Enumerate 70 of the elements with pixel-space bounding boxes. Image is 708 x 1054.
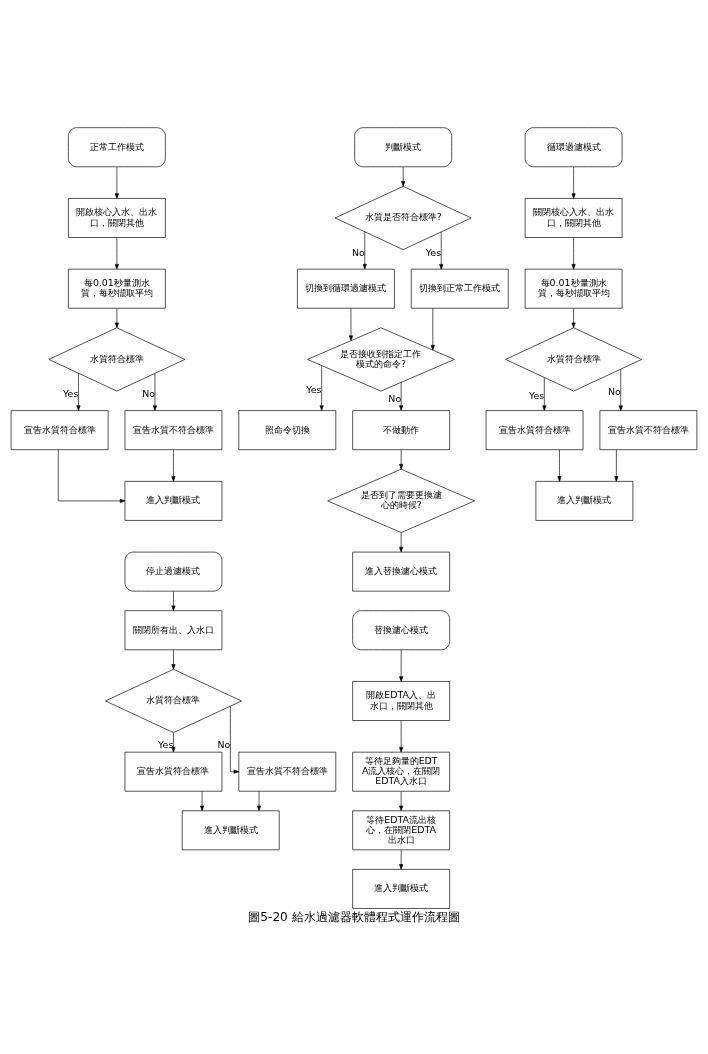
- node-box: 正常工作模式: [68, 126, 166, 167]
- node-box: 開啟EDTA入、出水口，關閉其他: [352, 680, 450, 721]
- node-box: 判斷模式: [354, 126, 452, 167]
- node-box: 停止過濾模式: [124, 551, 223, 591]
- node-box: 進入判斷模式: [352, 868, 450, 909]
- arrow: [349, 307, 353, 341]
- edge-label: No: [388, 392, 402, 404]
- node-diamond: 是否到了需要更換濾心的時候?: [327, 468, 475, 533]
- node-box: 等待足夠量的EDTA流入核心，在關閉EDTA入水口: [352, 751, 450, 792]
- arrow: [200, 790, 205, 811]
- arrow: [542, 376, 547, 411]
- node-box: 切換到循環過濾模式: [297, 268, 395, 309]
- node-box: 進入判斷模式: [181, 809, 280, 850]
- node-box: 關閉所有出、入水口: [124, 609, 223, 650]
- arrow: [319, 364, 324, 411]
- arrow: [399, 719, 404, 752]
- arrow: [399, 849, 404, 870]
- arrow: [171, 590, 176, 611]
- arrow: [152, 372, 157, 411]
- edge-label: Yes: [528, 389, 545, 401]
- node-box: 開啟核心入水、出水口，關閉其他: [68, 197, 166, 238]
- arrow: [171, 449, 176, 482]
- node-diamond: 水質符合標準: [105, 668, 242, 733]
- arrow: [57, 449, 126, 503]
- arrow: [399, 531, 404, 552]
- node-box: 宣告水質符合標準: [10, 409, 109, 450]
- arrow: [439, 231, 444, 269]
- arrow: [171, 649, 176, 669]
- arrow: [430, 307, 435, 350]
- arrow: [399, 381, 404, 411]
- node-box: 照命令切換: [238, 409, 337, 450]
- arrow: [230, 705, 240, 774]
- node-box: 替換濾心模式: [352, 609, 450, 650]
- node-box: 不做動作: [352, 409, 450, 450]
- node-box: 宣告水質不符合標準: [599, 409, 698, 450]
- node-box: 切換到正常工作模式: [410, 268, 509, 309]
- node-box: 進入判斷模式: [124, 480, 223, 521]
- node-box: 每0.01秒量測水質，每秒擷取平均: [524, 268, 623, 309]
- arrow: [399, 449, 404, 469]
- node-box: 每0.01秒量測水質，每秒擷取平均: [68, 268, 166, 309]
- arrow: [618, 368, 623, 411]
- arrow: [76, 372, 81, 411]
- arrow: [401, 166, 406, 186]
- node-box: 等待EDTA流出核心，在關閉EDTA出水口: [352, 809, 450, 850]
- arrow: [571, 236, 576, 269]
- node-box: 宣告水質不符合標準: [124, 409, 223, 450]
- node-box: 循環過濾模式: [524, 126, 623, 167]
- node-box: 關閉核心入水、出水口，關閉其他: [524, 197, 623, 238]
- edge-label: No: [217, 738, 231, 750]
- arrow: [399, 790, 404, 811]
- arrow: [114, 166, 119, 199]
- node-box: 進入替換濾心模式: [352, 551, 450, 591]
- arrow: [614, 449, 619, 482]
- arrow: [362, 230, 367, 269]
- arrow: [399, 649, 404, 682]
- arrow: [114, 236, 119, 269]
- arrow: [257, 790, 261, 811]
- node-box: 宣告水質符合標準: [124, 751, 223, 792]
- caption: 圖5-20 給水過濾器軟體程式運作流程圖: [248, 909, 460, 924]
- edge-label: Yes: [158, 738, 174, 750]
- arrow: [571, 166, 576, 199]
- node-diamond: 水質符合標準: [48, 326, 186, 391]
- node-diamond: 水質是否符合標準?: [334, 185, 472, 250]
- arrow: [571, 307, 576, 328]
- arrow: [114, 307, 119, 328]
- node-box: 進入判斷模式: [535, 480, 634, 521]
- node-box: 宣告水質不符合標準: [238, 751, 337, 792]
- arrow: [171, 731, 176, 752]
- arrow: [557, 449, 562, 482]
- node-box: 宣告水質符合標準: [485, 409, 584, 450]
